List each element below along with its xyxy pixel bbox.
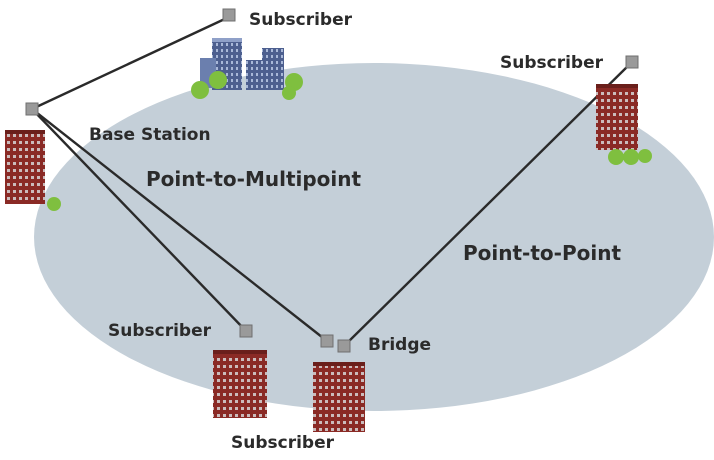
top-subscriber-antenna-icon (222, 8, 236, 22)
link-bridge-to-right-subscriber (343, 61, 633, 347)
base-station-antenna-icon (25, 102, 39, 116)
label-base-station: Base Station (89, 125, 211, 145)
label-subscriber-bottom: Subscriber (231, 433, 335, 453)
bridge-antenna-left-icon (320, 334, 334, 348)
label-bridge: Bridge (368, 335, 432, 355)
label-point-to-point: Point-to-Point (463, 241, 622, 265)
bottom-left-subscriber-building (213, 350, 267, 418)
links (31, 15, 633, 347)
base-station-building (5, 130, 61, 211)
label-subscriber-bottom-left: Subscriber (108, 321, 212, 341)
right-subscriber-building (596, 84, 652, 165)
bridge-building (313, 362, 365, 432)
link-base-to-left-subscriber (31, 108, 247, 332)
label-point-to-multipoint: Point-to-Multipoint (146, 167, 362, 191)
bridge-antenna-right-icon (337, 339, 351, 353)
label-subscriber-top: Subscriber (249, 10, 353, 30)
office-buildings (191, 38, 303, 100)
link-base-to-top-subscriber (31, 15, 230, 111)
label-subscriber-right: Subscriber (500, 53, 604, 73)
right-subscriber-antenna-icon (625, 55, 639, 69)
link-base-to-bridge (31, 108, 328, 342)
bottom-left-subscriber-antenna-icon (239, 324, 253, 338)
